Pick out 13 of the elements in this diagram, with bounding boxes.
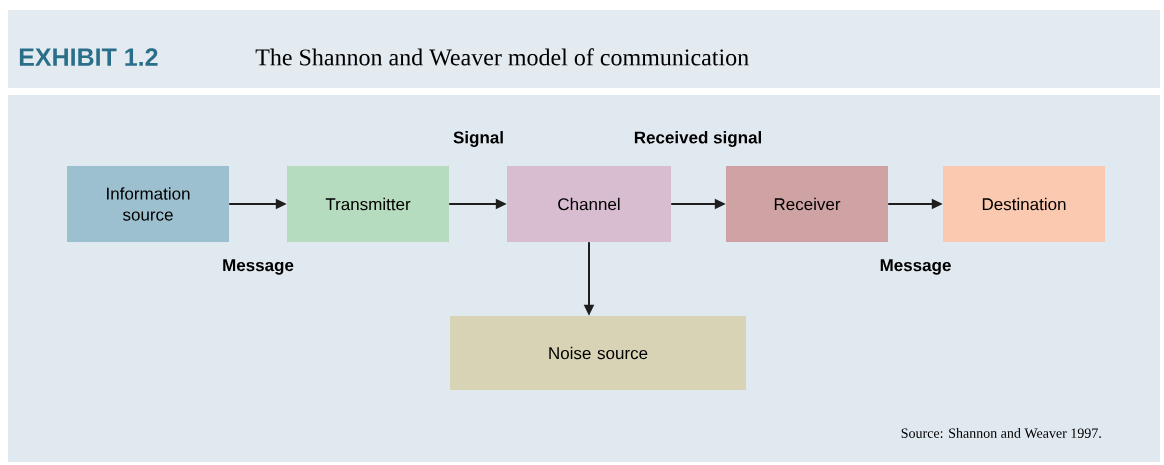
process-box: Receiver <box>726 166 888 242</box>
process-box: Transmitter <box>287 166 449 242</box>
source-note: Source: Shannon and Weaver 1997. <box>901 428 1101 438</box>
process-box: Information source <box>67 166 229 242</box>
exhibit-number: EXHIBIT 1.2 <box>19 48 158 66</box>
process-box: Channel <box>507 166 671 242</box>
edge-label: Signal <box>453 131 503 147</box>
edge-label: Message <box>880 259 951 275</box>
process-box: Noise source <box>450 316 746 390</box>
edge-label: Message <box>223 259 294 275</box>
title: The Shannon and Weaver model of communication <box>255 48 749 66</box>
edge-label: Received signal <box>634 131 761 147</box>
process-box: Destination <box>943 166 1105 242</box>
